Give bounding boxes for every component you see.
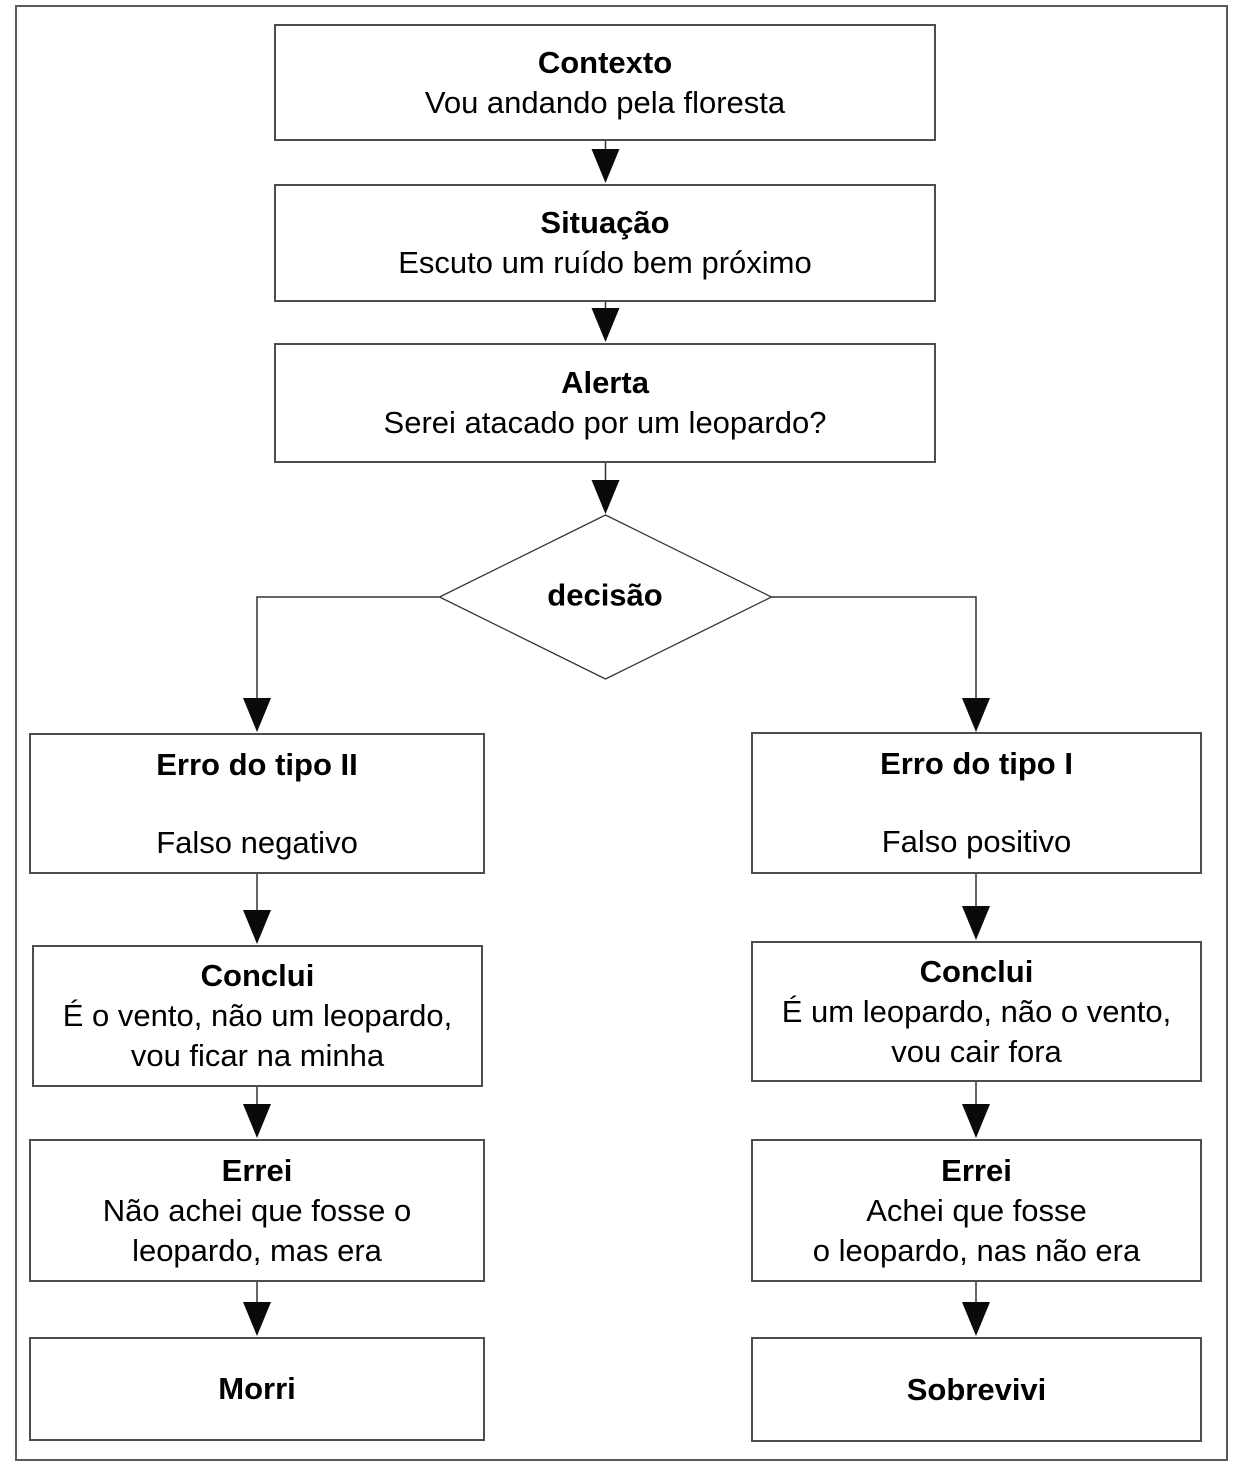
node-errei-right: Errei Achei que fosse o leopardo, nas nã… [751, 1139, 1202, 1282]
diagram-border-frame [15, 5, 1228, 1461]
arrow-down-icon [962, 1302, 990, 1336]
node-title: Situação [540, 205, 670, 240]
node-conclui-left: Conclui É o vento, não um leopardo, vou … [32, 945, 483, 1087]
node-erro-tipo-i: Erro do tipo I Falso positivo [751, 732, 1202, 874]
node-title: Morri [218, 1371, 296, 1406]
arrow-down-icon [962, 698, 990, 732]
arrow-down-icon [591, 149, 620, 183]
arrow-down-icon [962, 1104, 990, 1138]
node-title: Erro do tipo I [880, 746, 1073, 781]
node-title: Erro do tipo II [156, 746, 358, 782]
node-body: Não achei que fosse o leopardo, mas era [102, 1192, 412, 1268]
node-body: Falso positivo [881, 824, 1072, 859]
node-body: É um leopardo, não o vento, vou cair for… [781, 993, 1172, 1069]
node-title: Contexto [537, 44, 673, 80]
arrow-down-icon [243, 910, 271, 944]
decision-diamond-shape [438, 514, 773, 680]
node-body: Achei que fosse o leopardo, nas não era [812, 1192, 1141, 1268]
branch-line-right [771, 596, 977, 729]
node-sobrevivi: Sobrevivi [751, 1337, 1202, 1442]
branch-line-left [256, 596, 440, 729]
node-alerta: Alerta Serei atacado por um leopardo? [274, 343, 936, 463]
node-situacao: Situação Escuto um ruído bem próximo [274, 184, 936, 302]
node-body: Falso negativo [156, 824, 358, 860]
arrow-down-icon [243, 698, 271, 732]
node-body: É o vento, não um leopardo, vou ficar na… [62, 998, 453, 1073]
arrow-down-icon [962, 906, 990, 940]
arrow-down-icon [591, 480, 620, 514]
node-title: Alerta [561, 365, 649, 400]
node-title: Errei [221, 1152, 293, 1188]
node-title: Conclui [200, 958, 315, 993]
node-erro-tipo-ii: Erro do tipo II Falso negativo [29, 733, 485, 874]
decision-diamond-label: decisão [547, 577, 663, 613]
node-title: Errei [941, 1152, 1012, 1188]
arrow-down-icon [243, 1302, 271, 1336]
node-morri: Morri [29, 1337, 485, 1441]
node-body: Escuto um ruído bem próximo [398, 245, 812, 280]
node-contexto: Contexto Vou andando pela floresta [274, 24, 936, 141]
arrow-down-icon [243, 1104, 271, 1138]
arrow-down-icon [591, 308, 620, 342]
node-body: Serei atacado por um leopardo? [383, 405, 827, 440]
node-body: Vou andando pela floresta [424, 84, 786, 120]
node-errei-left: Errei Não achei que fosse o leopardo, ma… [29, 1139, 485, 1282]
node-conclui-right: Conclui É um leopardo, não o vento, vou … [751, 941, 1202, 1082]
node-title: Conclui [919, 953, 1034, 989]
node-title: Sobrevivi [906, 1371, 1047, 1407]
